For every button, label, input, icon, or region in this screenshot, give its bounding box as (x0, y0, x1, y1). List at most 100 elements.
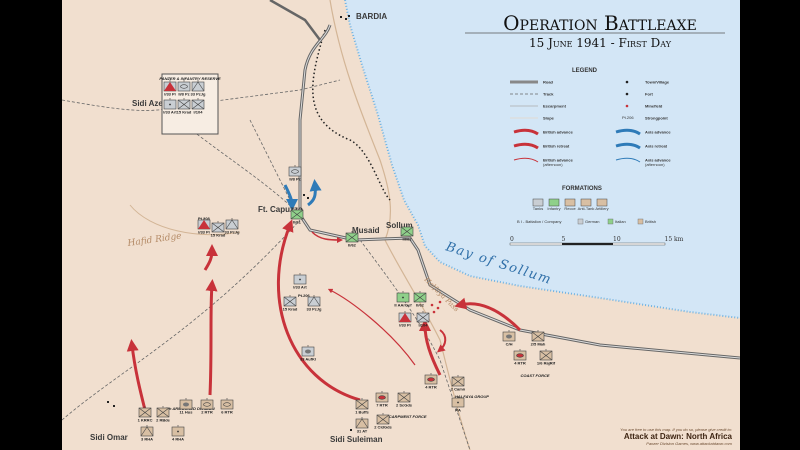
unit-counter[interactable]: II/62 (345, 231, 359, 248)
legend-afternoon-note: (afternoon) (645, 162, 665, 167)
unit-counter[interactable]: I/33 Pi (398, 311, 412, 328)
unit-counter[interactable]: 2 CldGds (374, 413, 393, 430)
unit-label: I/33 Pi (198, 230, 210, 235)
unit-label: 4 RTR (514, 361, 526, 366)
antitank-icon (225, 219, 239, 230)
sea (345, 0, 740, 318)
infantry-icon (211, 222, 225, 233)
formation-sample: Anti-Tank (578, 198, 594, 211)
unit-counter[interactable]: 4 RTR (424, 373, 438, 390)
size-note: B I - Battalion / Company (517, 219, 561, 224)
unit-label: 6 RTR (221, 410, 233, 415)
unit-label: I/33 Art (293, 285, 307, 290)
artillery-icon (169, 103, 171, 106)
unit-counter[interactable]: 33 PzJg (225, 218, 240, 235)
unit-label: 15 Krad (283, 307, 298, 312)
formation-sample: Infantry (547, 198, 561, 211)
place-sidi-omar: Sidi Omar (90, 433, 128, 442)
unit-counter[interactable]: 15 Krad (211, 221, 226, 238)
infantry-icon (283, 296, 297, 307)
place-ft-capuzzo: Ft. Capuzzo (258, 205, 303, 214)
unit-counter[interactable]: II AArGef (394, 291, 412, 308)
unit-counter[interactable]: 33 AufKl (300, 345, 316, 362)
unit-counter[interactable]: 31 AT (355, 417, 369, 434)
unit-label: 2 Camn (451, 387, 466, 392)
unit-counter[interactable]: II/62 (413, 291, 427, 308)
place-sidi-azeiz: Sidi Azeiz (132, 99, 169, 108)
unit-label: I/33 Art (163, 110, 177, 115)
unit-label: 2 RBde (156, 418, 171, 423)
unit-counter[interactable]: 2 Camn (451, 375, 466, 392)
unit-counter[interactable]: I/33 Pi (163, 80, 177, 97)
unit-counter[interactable]: 7 RTR (375, 391, 389, 408)
infantry-icon (290, 209, 304, 220)
nation-label: German (585, 219, 599, 224)
tank-icon (378, 395, 386, 400)
place-bardia: BARDIA (356, 12, 387, 21)
unit-counter[interactable]: I/33 Art (293, 273, 307, 290)
unit-counter[interactable]: 4 RTR (513, 349, 527, 366)
unit-label: 1 Buffs (355, 410, 369, 415)
unit-counter[interactable]: 2 ScGds (396, 391, 413, 408)
unit-label: II/8 Pz (289, 177, 300, 182)
formation-sample: Artillery (595, 198, 609, 211)
unit-counter[interactable]: 1 Buffs (355, 398, 370, 415)
unit-counter[interactable]: 6 RTR (220, 398, 234, 415)
unit-label: C/H (506, 342, 513, 347)
unit-counter[interactable]: C/H (502, 330, 516, 347)
legend-item-label: Escarpment (543, 104, 567, 109)
unit-counter[interactable]: 4 RHA (171, 425, 185, 442)
unit-label: 2 ScGds (396, 403, 413, 408)
unit-counter[interactable]: 1/6 RajRif (537, 349, 556, 366)
legend-item-label: Town/Village (645, 80, 670, 85)
unit-counter[interactable]: 2 RBde (156, 406, 171, 423)
unit-counter[interactable]: II/8 Pz (288, 165, 302, 182)
pioneer-icon (399, 313, 411, 322)
infantry-icon (138, 407, 152, 418)
credits-brand: Attack at Dawn: North Africa (623, 432, 732, 441)
unit-label: 33 PzJg (307, 307, 322, 312)
unit-label: II/62 (348, 243, 357, 248)
unit-counter[interactable]: II/61 (290, 208, 304, 225)
legend-symbol (625, 80, 629, 84)
unit-counter[interactable]: 1 KRRC (138, 406, 153, 423)
unit-counter[interactable]: 3 RHA (140, 425, 154, 442)
unit-counter[interactable]: 15 Krad (177, 98, 192, 115)
antitank-icon (355, 418, 369, 429)
infantry-icon (413, 292, 427, 303)
unit-counter[interactable]: I/33 Pi (197, 218, 211, 235)
tank-icon (203, 402, 211, 407)
unit-label: 15 Krad (177, 110, 192, 115)
antitank-icon (140, 426, 154, 437)
infantry-icon (376, 414, 390, 425)
unit-counter[interactable]: 2/5 Mah (531, 330, 546, 347)
unit-counter[interactable]: I/104 (416, 311, 430, 328)
place-sollum: Sollum (386, 221, 413, 230)
british-advance-arrows (126, 219, 522, 411)
unit-counter[interactable]: II/8 Pz (177, 80, 191, 97)
unit-label: 4 RTR (425, 385, 437, 390)
unit-label: 2 CldGds (374, 425, 392, 430)
legend-item-label: Slope (543, 116, 555, 121)
unit-counter[interactable]: 33 PzJg (307, 295, 322, 312)
unit-counter[interactable]: I/104 (191, 98, 205, 115)
formations-title: FORMATIONS (562, 186, 602, 192)
unit-counter[interactable]: 2 RTR (200, 398, 214, 415)
legend-item-label: British advance (543, 158, 574, 163)
unit-counter[interactable]: 11 Hus (180, 398, 194, 415)
unit-counter[interactable]: III/62 (400, 225, 414, 242)
unit-label: 1 KRRC (138, 418, 153, 423)
unit-label: 3 RHA (141, 437, 153, 442)
infantry-icon (539, 350, 553, 361)
unit-label: II AArGef (394, 303, 412, 308)
unit-label: 33 PzJg (191, 92, 206, 97)
nation-label: Italian (615, 219, 626, 224)
unit-counter[interactable]: 33 PzJg (191, 80, 206, 97)
unit-counter[interactable]: I/33 Art (163, 98, 177, 115)
unit-counter[interactable]: 15 Krad (283, 295, 298, 312)
unit-counter[interactable]: RA (451, 396, 465, 413)
scale-tick-label: 5 (562, 236, 566, 243)
infantry-icon (531, 331, 545, 342)
fort-wire (312, 29, 391, 201)
